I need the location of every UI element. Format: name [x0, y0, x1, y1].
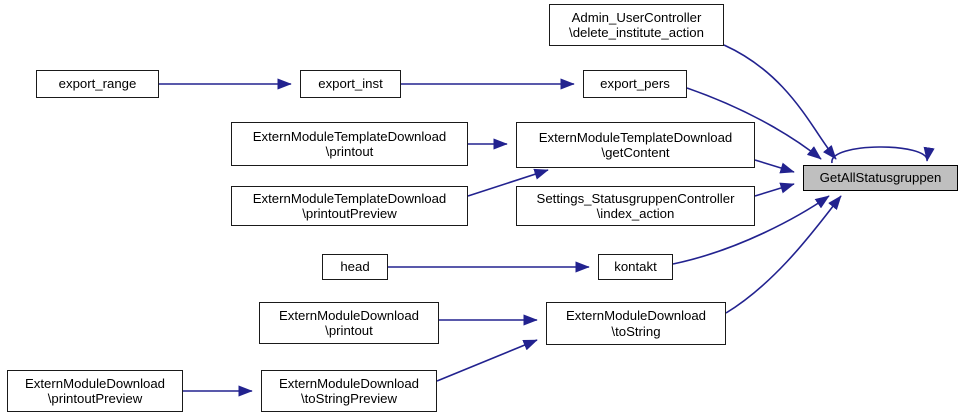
edge-admin_user_ctrl-to-getallstatusgruppen [723, 44, 837, 160]
graph-node-admin_user_ctrl[interactable]: Admin_UserController \delete_institute_a… [549, 4, 724, 46]
graph-node-label: head [340, 259, 370, 275]
graph-node-kontakt[interactable]: kontakt [598, 254, 673, 280]
graph-node-emd_printoutprev[interactable]: ExternModuleDownload \printoutPreview [7, 370, 183, 412]
edge-emtd_getcontent-to-getallstatusgruppen [754, 159, 795, 174]
graph-node-label: ExternModuleDownload \printout [278, 307, 419, 338]
graph-node-emtd_printout[interactable]: ExternModuleTemplateDownload \printout [231, 122, 468, 166]
graph-node-settings_statusctrl[interactable]: Settings_StatusgruppenController \index_… [516, 186, 755, 226]
edge-emd_tostring-to-getallstatusgruppen [725, 195, 842, 314]
graph-node-label: export_range [58, 76, 137, 92]
graph-node-label: GetAllStatusgruppen [819, 170, 942, 186]
graph-node-head[interactable]: head [322, 254, 388, 280]
graph-node-label: ExternModuleDownload \toStringPreview [278, 375, 419, 406]
edge-settings_statusctrl-to-getallstatusgruppen [754, 182, 795, 197]
graph-node-emtd_printoutprev[interactable]: ExternModuleTemplateDownload \printoutPr… [231, 186, 468, 226]
graph-node-export_inst[interactable]: export_inst [300, 70, 401, 98]
graph-node-emd_printout[interactable]: ExternModuleDownload \printout [259, 302, 439, 344]
edge-emd_tostringprev-to-emd_tostring [436, 339, 538, 382]
edge-emtd_printoutprev-to-emtd_getcontent [467, 168, 549, 197]
edge-self-loop [831, 146, 935, 164]
graph-node-emd_tostring[interactable]: ExternModuleDownload \toString [546, 302, 726, 345]
graph-node-label: Settings_StatusgruppenController \index_… [536, 190, 735, 221]
graph-node-export_range[interactable]: export_range [36, 70, 159, 98]
graph-node-emd_tostringprev[interactable]: ExternModuleDownload \toStringPreview [261, 370, 437, 412]
graph-node-label: export_inst [318, 76, 383, 92]
graph-node-export_pers[interactable]: export_pers [583, 70, 687, 98]
graph-node-label: ExternModuleDownload \printoutPreview [24, 375, 165, 406]
graph-node-label: Admin_UserController \delete_institute_a… [569, 9, 704, 40]
edge-paths [159, 44, 935, 397]
graph-node-label: ExternModuleTemplateDownload \printoutPr… [252, 190, 447, 221]
graph-node-label: ExternModuleTemplateDownload \getContent [538, 129, 733, 160]
graph-node-label: kontakt [614, 259, 657, 275]
graph-node-label: export_pers [600, 76, 670, 92]
edge-kontakt-to-getallstatusgruppen [672, 195, 830, 265]
graph-node-label: ExternModuleTemplateDownload \printout [252, 128, 447, 159]
edge-export_pers-to-getallstatusgruppen [686, 87, 822, 160]
graph-node-label: ExternModuleDownload \toString [565, 308, 706, 339]
graph-node-getallstatusgruppen[interactable]: GetAllStatusgruppen [803, 165, 958, 191]
graph-node-emtd_getcontent[interactable]: ExternModuleTemplateDownload \getContent [516, 122, 755, 168]
